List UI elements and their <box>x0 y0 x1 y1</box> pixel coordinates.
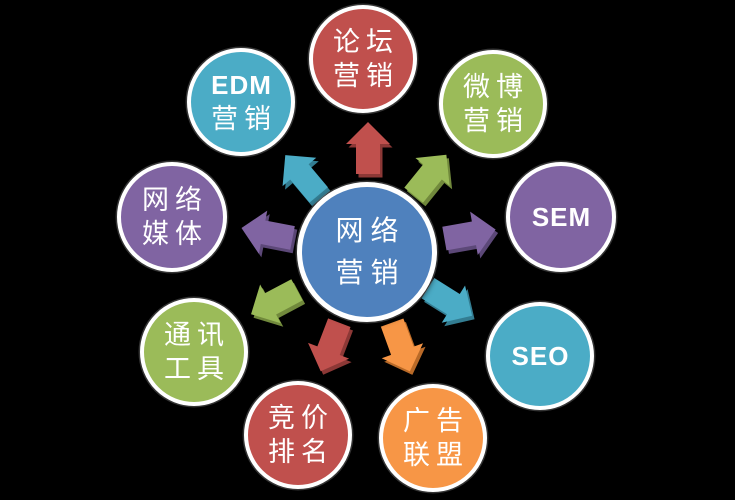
node-label-line: 工具 <box>164 354 230 384</box>
node-weibo-marketing: 微博营销 <box>439 50 547 158</box>
node-label-line: 营销 <box>335 257 406 288</box>
arrow-icon-sem <box>442 211 496 255</box>
node-label-line: 排名 <box>268 437 334 467</box>
node-label-line: 论坛 <box>333 27 399 57</box>
arrow-icon-network-media <box>241 210 295 254</box>
node-label-line: 营销 <box>211 104 277 134</box>
arrow-icon-communication-tools <box>251 279 303 324</box>
node-label-line: 联盟 <box>403 440 469 470</box>
node-label-line: 通讯 <box>164 320 230 350</box>
node-edm-marketing: EDM 营销 <box>187 48 295 156</box>
arrow-icon-forum-marketing <box>346 122 390 174</box>
node-label-line: 营销 <box>463 106 529 136</box>
node-bid-ranking: 竞价排名 <box>244 381 352 489</box>
node-ad-alliance: 广告联盟 <box>379 384 487 492</box>
arrow-icon-seo <box>421 278 473 323</box>
node-label-line: 营销 <box>333 61 399 91</box>
node-label-line: 网络 <box>335 215 406 246</box>
node-label-line: EDM <box>211 70 272 100</box>
arrow-icon-weibo-marketing <box>404 154 450 203</box>
node-label-line: 网络 <box>142 185 208 215</box>
arrow-icon-bid-ranking <box>308 318 351 372</box>
node-network-media: 网络媒体 <box>117 162 227 272</box>
node-label-line: 广告 <box>403 406 469 436</box>
node-communication-tools: 通讯工具 <box>140 298 248 406</box>
node-label-line: 微博 <box>463 72 529 102</box>
node-forum-marketing: 论坛营销 <box>309 5 417 113</box>
arrow-icon-edm-marketing <box>282 155 328 203</box>
node-label-line: SEO <box>511 341 570 371</box>
node-center-network-marketing: 网络营销 <box>297 182 437 322</box>
node-sem: SEM <box>506 162 616 272</box>
node-seo: SEO <box>486 302 594 410</box>
node-label-line: 竞价 <box>268 403 334 433</box>
arrow-icon-ad-alliance <box>380 318 424 372</box>
node-label-line: 媒体 <box>142 219 208 249</box>
node-label-line: SEM <box>531 202 592 232</box>
